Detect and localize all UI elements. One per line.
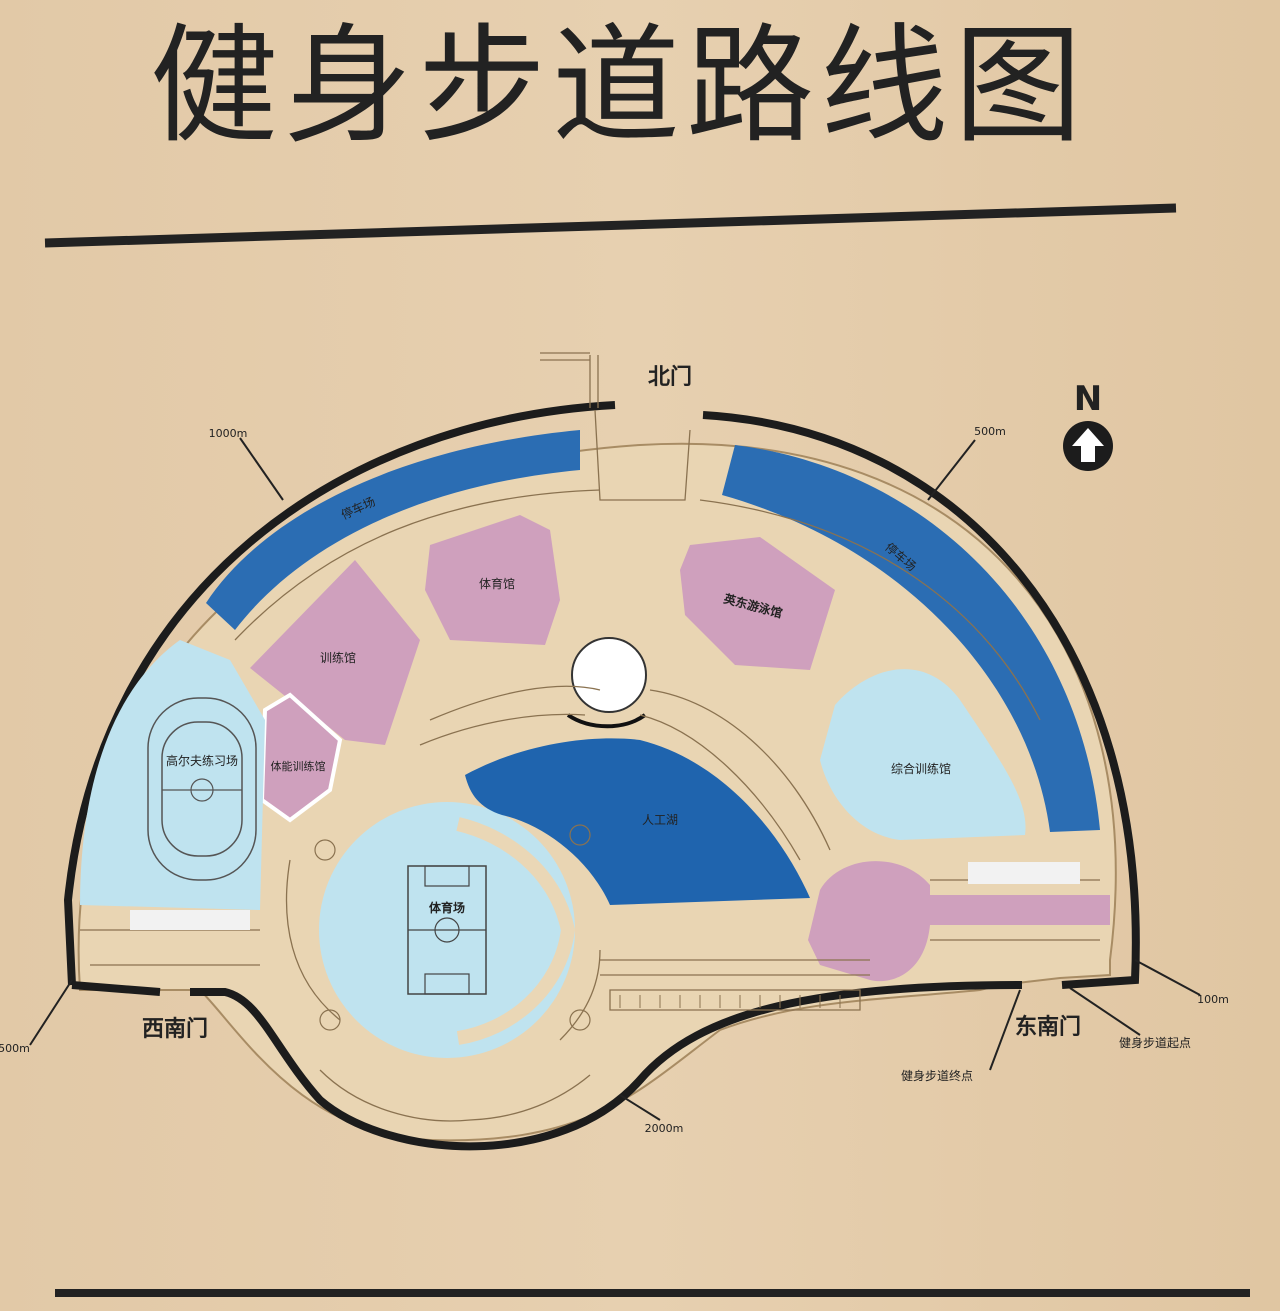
stadium-ring-east [456,817,576,1045]
marker-100m: 100m [1197,993,1229,1006]
plaza-arc [566,713,647,729]
fitness-training-label: 体能训练馆 [271,759,326,773]
lake-label: 人工湖 [642,812,678,827]
compass [1063,421,1113,471]
inner-paths [80,352,1100,1122]
pitch-box-south [424,973,470,995]
golf-center-circle [190,778,214,802]
marker-leaders [29,437,1201,1121]
gymnasium [425,515,560,645]
compass-letter: N [1074,379,1102,419]
fitness-trail-north-east [702,411,1140,989]
marker-500m-west: 500m [0,1042,30,1055]
central-plaza [571,637,647,713]
stadium-label: 体育场 [429,900,465,915]
pitch-box-north [424,865,470,887]
fitness-trail-north-west [63,401,616,986]
gate-southeast-label: 东南门 [1015,1014,1081,1040]
parking-stalls [619,995,841,1008]
route-start-label: 健身步道起点 [1119,1035,1191,1050]
training-hall-label: 训练馆 [320,650,356,665]
gymnasium-label: 体育馆 [479,576,515,591]
marker-500m-east: 500m [974,425,1006,438]
pitch-center-circle [434,917,460,943]
fitness-trail-south [71,981,1023,1151]
map-title: 健身步道路线图 [150,12,1089,161]
golf-track-outer [147,697,257,881]
artificial-lake [465,738,810,905]
marker-1000m: 1000m [209,427,248,440]
golf-range [80,640,265,910]
comprehensive-hall-label: 综合训练馆 [891,761,951,776]
route-end-label: 健身步道终点 [901,1068,973,1083]
title-divider [44,203,1177,248]
marker-2000m: 2000m [645,1122,684,1135]
decorative-swirls [314,824,591,1031]
parking-lot-west [206,430,580,630]
swimming-hall [680,537,835,670]
east-plaza [808,861,1110,982]
white-signs [130,862,1080,930]
comprehensive-training-hall [820,669,1026,840]
gate-north-label: 北门 [648,364,692,390]
golf-track-inner [161,721,243,857]
golf-range-label: 高尔夫练习场 [166,753,238,768]
gate-southwest-label: 西南门 [142,1016,208,1042]
parking-lot-east [722,445,1100,832]
